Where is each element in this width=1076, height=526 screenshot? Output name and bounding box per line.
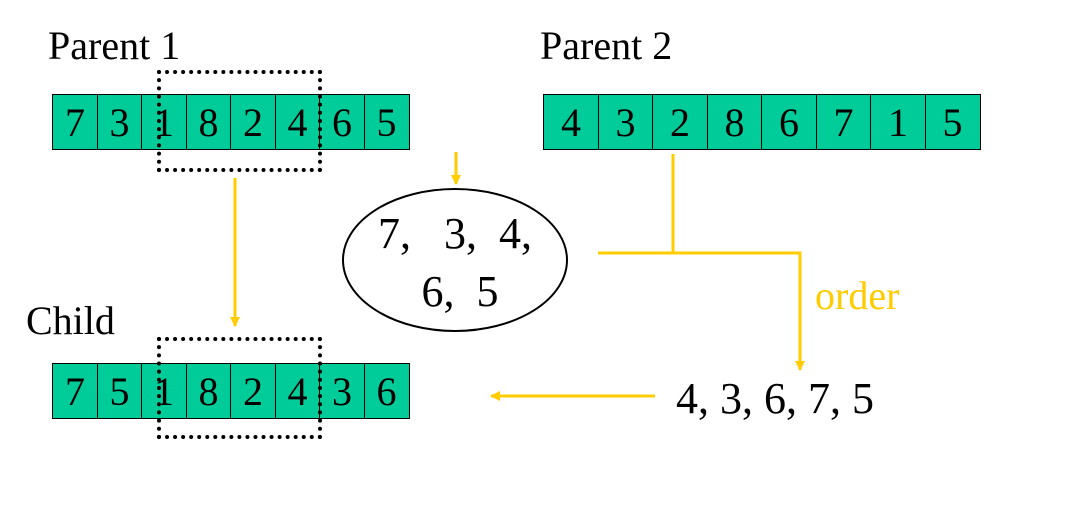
child-cell: 3	[319, 363, 365, 419]
parent2-cell: 1	[870, 94, 926, 150]
order-arrow	[598, 251, 805, 371]
child-crossover-segment	[157, 337, 322, 439]
parent1-cell: 2	[230, 94, 276, 150]
parent1-cell: 4	[274, 94, 321, 150]
remaining-genes-line2: 6, 5	[421, 267, 499, 316]
parent1-cell: 5	[363, 94, 410, 150]
parent2-cell: 5	[924, 94, 981, 150]
parent1-row: 7 3 1 8 2 4 6 5	[52, 94, 410, 150]
parent2-label: Parent 2	[540, 23, 673, 68]
parent2-cell: 7	[815, 94, 872, 150]
remaining-genes-line1: 7, 3, 4,	[378, 209, 532, 258]
order-label: order	[815, 273, 900, 318]
parent2-row: 4 3 2 8 6 7 1 5	[543, 94, 981, 150]
parent2-cell: 8	[706, 94, 763, 150]
parent1-cell: 6	[319, 94, 365, 150]
child-cell: 5	[96, 363, 143, 419]
parent1-label: Parent 1	[48, 23, 181, 68]
child-row: 7 5 1 8 2 4 3 6	[52, 363, 410, 419]
ordered-sequence: 4, 3, 6, 7, 5	[676, 374, 874, 423]
child-cell: 8	[185, 363, 232, 419]
child-label: Child	[26, 298, 115, 343]
remaining-genes-ellipse	[342, 188, 568, 332]
parent1-crossover-segment	[157, 70, 322, 172]
parent2-cell: 4	[543, 94, 599, 150]
child-cell: 6	[363, 363, 410, 419]
parent2-cell: 3	[597, 94, 654, 150]
parent2-cell: 6	[761, 94, 817, 150]
parent1-cell: 3	[96, 94, 143, 150]
